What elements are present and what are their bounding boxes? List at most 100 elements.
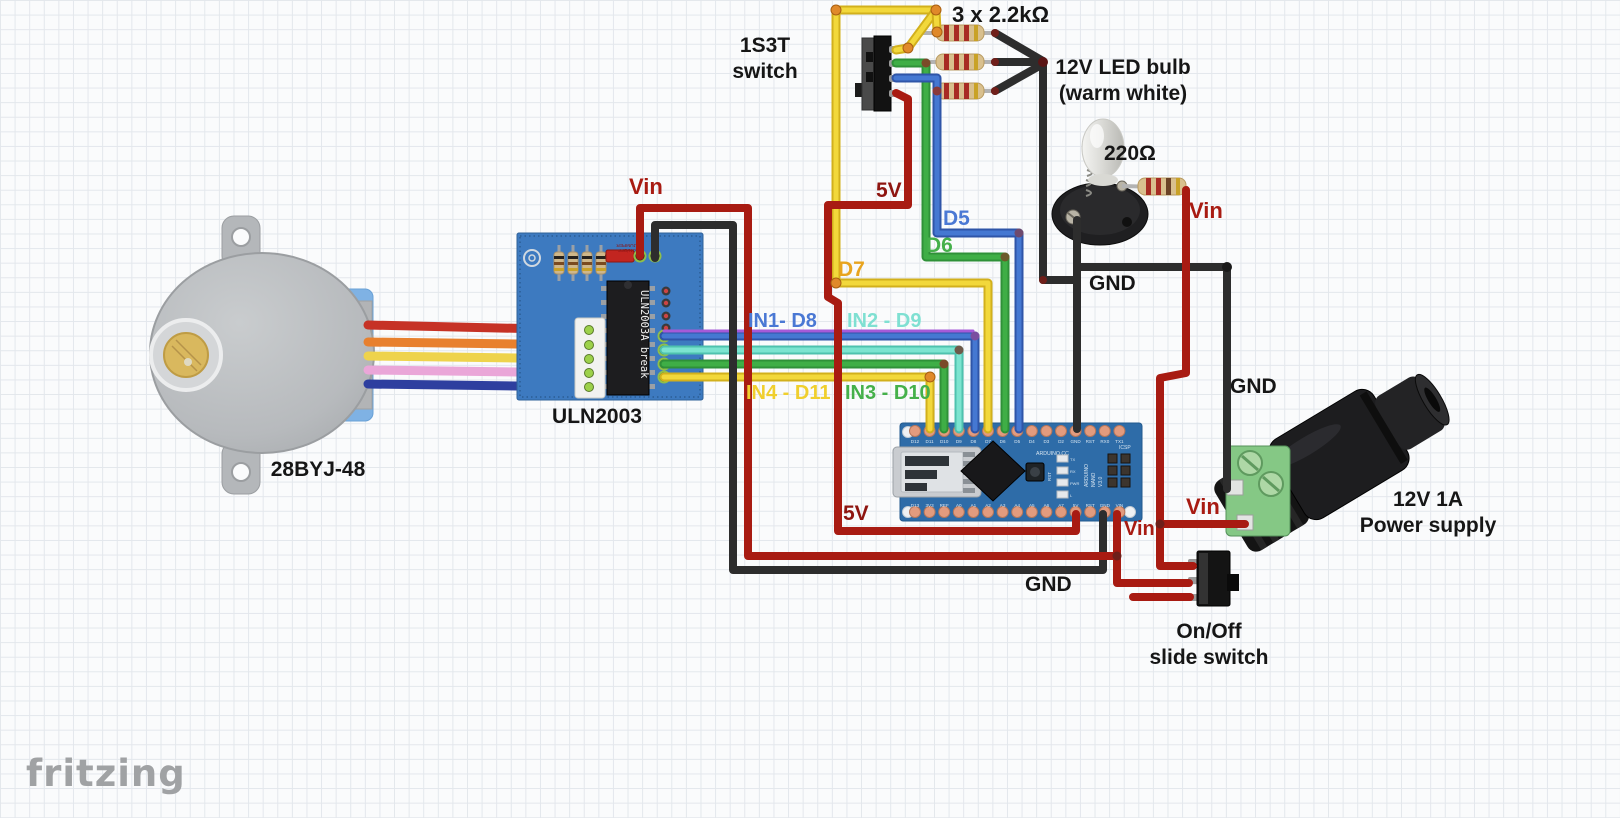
nano-model-line: ARDUINO (1084, 464, 1090, 487)
nano-pin-bottom-A4 (1011, 506, 1024, 518)
nano-pin-bottom-RST (1084, 506, 1097, 518)
label-in3-d10: IN3 - D10 (845, 382, 931, 404)
nano-pin-label: A4 (1014, 503, 1020, 508)
nano-pin-top-RX0 (1098, 425, 1111, 437)
resistor-2k2 (920, 24, 995, 42)
nano-model-line: NANO (1091, 472, 1097, 487)
nano-pin-label: A1 (971, 503, 977, 508)
label-led-bulb: 12V LED bulb (warm white) (1055, 56, 1191, 105)
nano-pin-label: RST (1086, 503, 1095, 508)
nano-pin-label: D4 (1029, 439, 1035, 444)
nano-pin-label: GND (1100, 503, 1111, 508)
nano-pin-label: A6 (1044, 503, 1050, 508)
label-28byj48: 28BYJ-48 (270, 458, 366, 481)
label-vin-nano: Vin (1124, 518, 1155, 540)
nano-pin-bottom-A2 (982, 506, 994, 518)
uln2003a-chip: ULN2003A break (601, 280, 655, 396)
nano-led-TX (1056, 454, 1069, 463)
label-resistors-3x: 3 x 2.2kΩ (952, 2, 1050, 27)
nano-pin-label: 3V3 (926, 503, 935, 508)
nano-pin-label: D5 (1014, 439, 1020, 444)
nano-pin-label: A0 (956, 503, 962, 508)
mini-usb-port (892, 446, 982, 498)
label-uln2003: ULN2003 (552, 405, 642, 428)
nano-pin-label: A2 (985, 503, 991, 508)
nano-pin-bottom-REF (938, 506, 951, 518)
label-d5: D5 (943, 207, 970, 230)
nano-pin-top-D12 (909, 425, 921, 437)
nano-pin-label: D11 (926, 439, 935, 444)
label-vin-bulb: Vin (1189, 198, 1223, 223)
nano-pin-label: VIN (1116, 503, 1124, 508)
label-in1-d8: IN1- D8 (748, 310, 817, 332)
label-d7: D7 (838, 258, 865, 281)
nano-pin-label: REF (940, 503, 949, 508)
nano-led-label: PWR (1070, 481, 1079, 486)
chip-marking: ULN2003A break (638, 290, 650, 379)
label-gnd-bulb: GND (1089, 272, 1136, 295)
resistor-2k2 (926, 53, 995, 71)
jumper-text-line2: JUMPER (616, 242, 636, 248)
on-off-jumper: ON/OFF JUMPER (605, 242, 636, 263)
nano-pin-bottom-A1 (967, 506, 980, 518)
nano-pin-bottom-D13 (909, 506, 921, 518)
board-logo-icon (523, 249, 541, 267)
resistor-2k2 (935, 82, 995, 100)
label-5v-top: 5V (876, 179, 902, 202)
nano-pin-label: TX1 (1115, 439, 1124, 444)
nano-led-PWR (1056, 478, 1069, 487)
nano-pin-label: A3 (1000, 503, 1006, 508)
svg-text:ICSP: ICSP (1119, 445, 1131, 451)
label-1s3t-switch: 1S3T switch (732, 34, 798, 83)
wiring (636, 5, 1249, 601)
nano-led-label: RX (1070, 469, 1076, 474)
power-jack (1214, 373, 1450, 552)
reset-button: RST (1025, 462, 1052, 482)
mcu-chip (960, 440, 1026, 502)
icsp-header: ICSP (1107, 445, 1131, 488)
svg-text:RST: RST (1047, 472, 1052, 481)
nano-model-line: V3.0 (1098, 476, 1104, 487)
nano-pin-label: RST (1086, 439, 1095, 444)
nano-pin-bottom-A6 (1040, 506, 1053, 518)
nano-pin-label: A7 (1058, 503, 1064, 508)
nano-pin-label: A5 (1029, 503, 1035, 508)
uln-indicator-leds (661, 286, 671, 333)
fritzing-watermark: fritzing (26, 752, 186, 795)
label-gnd-bottom: GND (1025, 573, 1072, 596)
terminal-block (1225, 445, 1291, 537)
nano-pin-top-TX1 (1113, 425, 1126, 437)
label-power-supply: 12V 1A Power supply (1359, 488, 1497, 537)
nano-pin-bottom-A5 (1025, 506, 1038, 518)
nano-pin-top-D3 (1040, 425, 1053, 437)
slide-switch (1188, 550, 1239, 607)
label-gnd-power: GND (1230, 375, 1277, 398)
nano-pin-label: D10 (940, 439, 949, 444)
stepper-motor (149, 215, 375, 495)
nano-pin-bottom-A7 (1055, 506, 1067, 518)
label-d6: D6 (926, 234, 953, 257)
jumper-text-line1: ON/OFF (618, 247, 636, 253)
nano-pin-bottom-A3 (996, 506, 1009, 518)
label-vin-power: Vin (1186, 494, 1220, 519)
nano-pin-label: D9 (956, 439, 962, 444)
nano-led-label: TX (1070, 457, 1075, 462)
label-in2-d9: IN2 - D9 (847, 310, 922, 332)
nano-brand-text: ARDUINO.CC (1036, 451, 1069, 457)
label-5v-bottom: 5V (843, 502, 869, 525)
nano-pin-label: D8 (970, 439, 976, 444)
slide-switch-knob (1227, 574, 1239, 591)
resistor-220 (1121, 177, 1189, 196)
uln-resistors (553, 245, 607, 281)
nano-pin-label: RX0 (1100, 439, 1109, 444)
nano-pin-top-RST (1084, 425, 1097, 437)
nano-pin-label: 5V (1073, 503, 1080, 508)
nano-pin-top-D2 (1055, 425, 1067, 437)
label-resistor-220: 220Ω (1104, 142, 1156, 165)
nano-pin-label: D7 (985, 439, 991, 444)
